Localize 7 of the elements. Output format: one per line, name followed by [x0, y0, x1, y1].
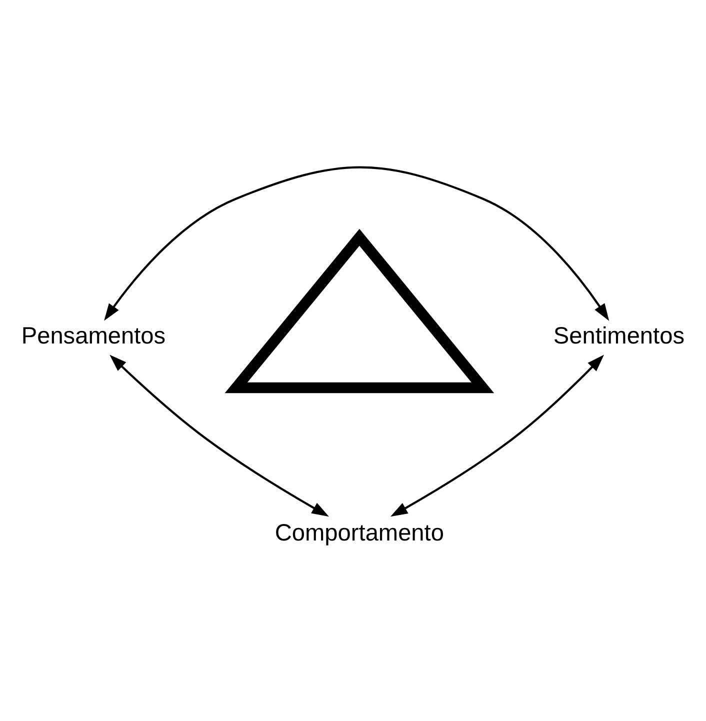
- arrow: [390, 354, 604, 517]
- node-text: Sentimentos: [553, 322, 685, 349]
- arrow: [104, 166, 610, 321]
- node-text: Pensamentos: [21, 322, 166, 349]
- arrow: [110, 354, 329, 517]
- node-triangle: [224, 228, 494, 394]
- node-text: Comportamento: [274, 519, 444, 546]
